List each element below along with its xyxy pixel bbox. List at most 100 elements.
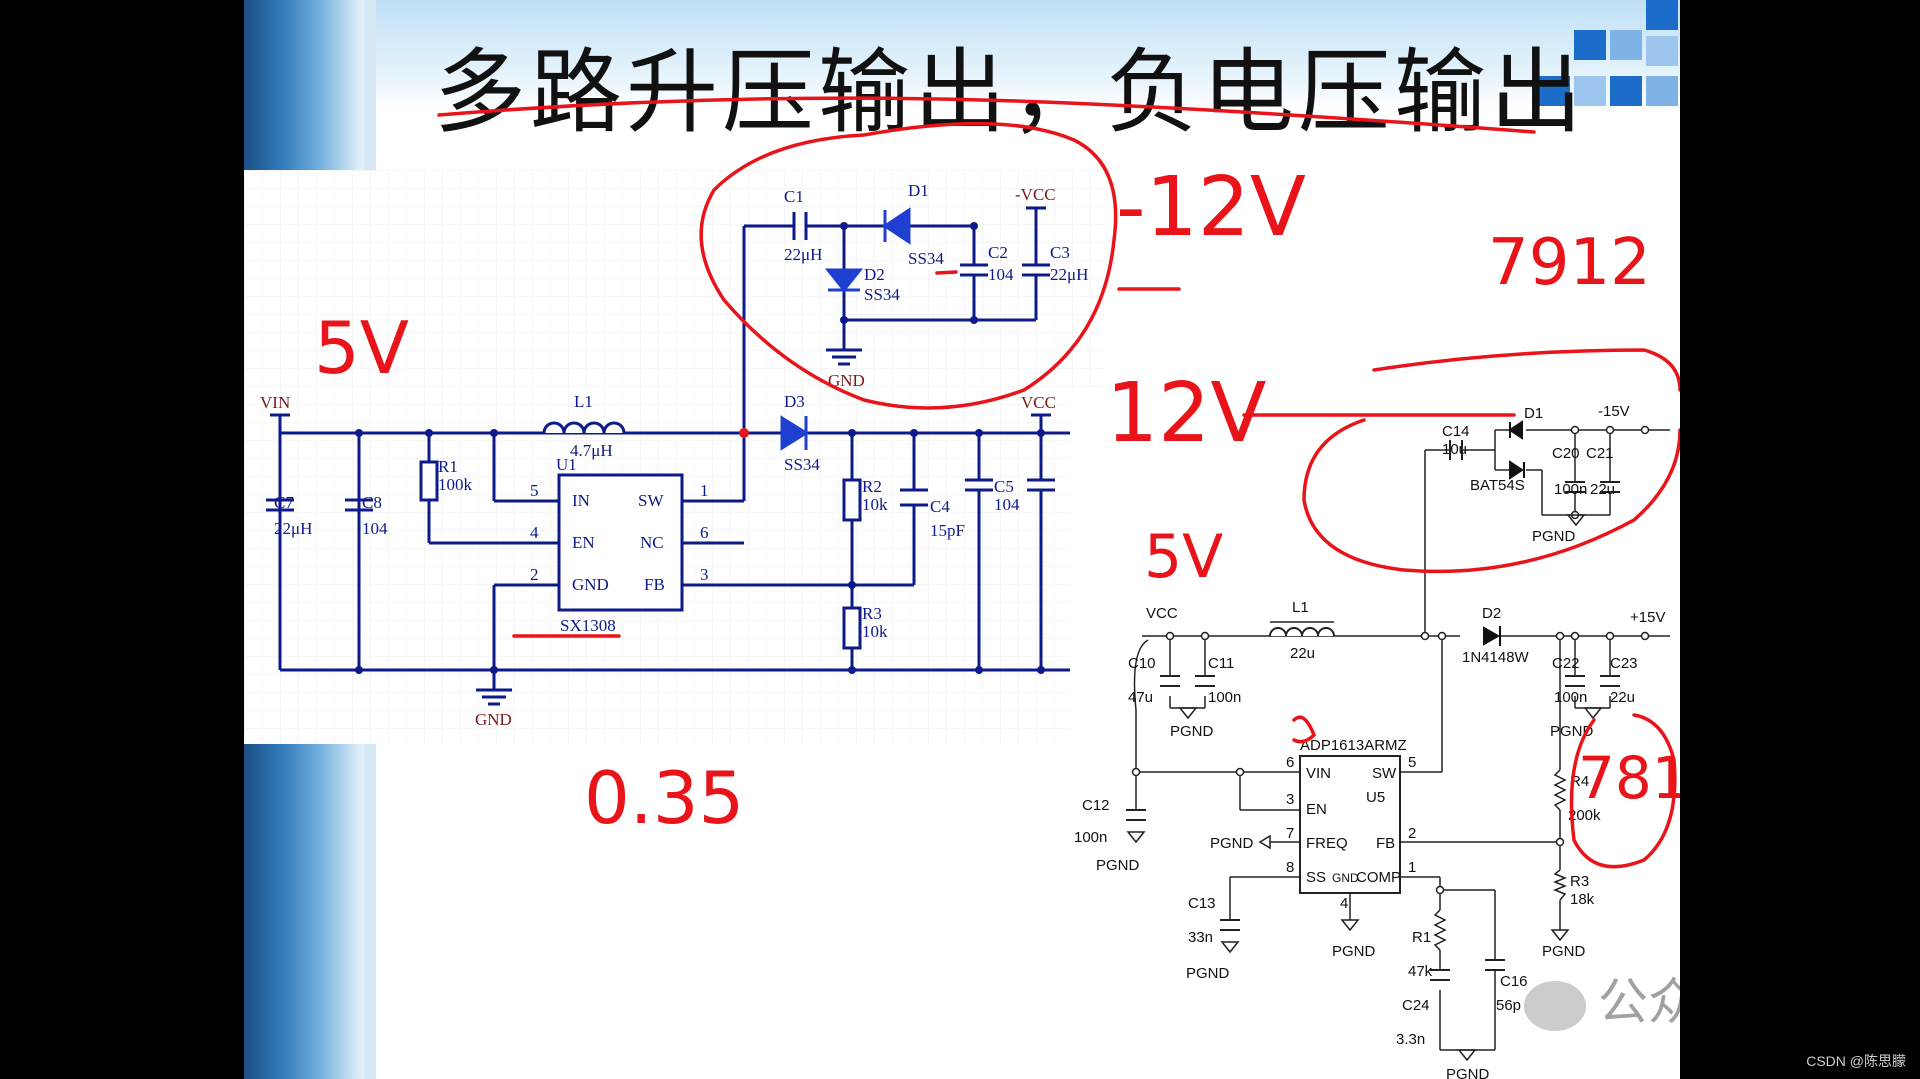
- label-c20: C20: [1552, 445, 1580, 462]
- label-bat54s: BAT54S: [1470, 477, 1525, 494]
- watermark: 公众号 · 电路一点通: [1524, 962, 1680, 1034]
- label-c22-val: 100n: [1554, 689, 1587, 706]
- label-gnd-top: GND: [828, 371, 865, 390]
- label-u1-part: SX1308: [560, 616, 616, 635]
- pin-r-num-5: 5: [1408, 754, 1416, 771]
- slide-header-band: [376, 0, 1680, 110]
- label-c10: C10: [1128, 655, 1156, 672]
- label-r1-val: 100k: [438, 475, 473, 494]
- label-r3: R3: [862, 604, 882, 623]
- label-u1: U1: [556, 455, 577, 474]
- label-c21: C21: [1586, 445, 1614, 462]
- annotation-5v-left: 5V: [314, 306, 410, 390]
- label-c5-val: 104: [994, 495, 1020, 514]
- left-schematic-panel: VIN VCC -VCC GND GND L1 4.7μH U1 SX1308 …: [244, 170, 1104, 744]
- pin-num-2: 2: [530, 565, 539, 584]
- label-pos15: +15V: [1630, 609, 1665, 626]
- pin-r-sw: SW: [1372, 765, 1397, 782]
- label-pgnd-neg: PGND: [1532, 528, 1576, 545]
- annotation-12v: 12V: [1106, 366, 1267, 461]
- label-neg15: -15V: [1598, 403, 1630, 420]
- pin-r-num-7: 7: [1286, 825, 1294, 842]
- label-pgnd-ic: PGND: [1332, 943, 1376, 960]
- annotation-035: 0.35: [584, 756, 745, 840]
- pin-num-3: 3: [700, 565, 709, 584]
- label-u5: U5: [1366, 789, 1385, 806]
- label-r-d2: D2: [1482, 605, 1501, 622]
- label-c7-val: 22μH: [274, 519, 312, 538]
- label-r1: R1: [438, 457, 458, 476]
- label-r-d2-val: 1N4148W: [1462, 649, 1530, 666]
- label-c8: C8: [362, 493, 382, 512]
- label-gnd-bottom: GND: [475, 710, 512, 729]
- pin-r-num-2: 2: [1408, 825, 1416, 842]
- label-d1-val: SS34: [908, 249, 944, 268]
- label-neg-vcc: -VCC: [1015, 185, 1056, 204]
- label-d1: D1: [908, 181, 929, 200]
- label-d3: D3: [784, 392, 805, 411]
- right-schematic-panel: -15V +15V VCC L1 22u D2 1N4148W D1 BAT54…: [1070, 390, 1680, 1079]
- pin-r-num-8: 8: [1286, 859, 1294, 876]
- pin-r-vin: VIN: [1306, 765, 1331, 782]
- pin-num-4: 4: [530, 523, 539, 542]
- pin-sw: SW: [638, 491, 664, 510]
- pin-in: IN: [572, 491, 590, 510]
- wechat-icon: [1524, 980, 1586, 1031]
- label-c7: C7: [274, 493, 294, 512]
- annotation-strokes: [437, 96, 1680, 869]
- slide: 多路升压输出，负电压输出: [244, 0, 1680, 1079]
- annotation-7912: 7912: [1488, 226, 1651, 300]
- pin-r-freq: FREQ: [1306, 835, 1348, 852]
- left-schematic: VIN VCC -VCC GND GND L1 4.7μH U1 SX1308 …: [244, 170, 1104, 744]
- pin-num-5: 5: [530, 481, 539, 500]
- pin-r-num-4: 4: [1340, 895, 1348, 912]
- label-c24-val: 3.3n: [1396, 1031, 1425, 1048]
- label-c16-val: 56p: [1496, 997, 1521, 1014]
- label-c13-val: 33n: [1188, 929, 1213, 946]
- label-c4-val: 15pF: [930, 521, 965, 540]
- pin-r-ss: SS: [1306, 869, 1326, 886]
- pin-num-1: 1: [700, 481, 709, 500]
- label-r4: R4: [1570, 773, 1589, 790]
- pin-fb: FB: [644, 575, 665, 594]
- label-pgnd-c10: PGND: [1170, 723, 1214, 740]
- label-r-l1-val: 22u: [1290, 645, 1315, 662]
- label-c13: C13: [1188, 895, 1216, 912]
- pin-num-6: 6: [700, 523, 709, 542]
- label-c8-val: 104: [362, 519, 388, 538]
- label-r-l1: L1: [1292, 599, 1309, 616]
- label-c2-val: 104: [988, 265, 1014, 284]
- label-c5: C5: [994, 477, 1014, 496]
- label-r2-val: 10k: [862, 495, 888, 514]
- label-pgnd-c12: PGND: [1096, 857, 1140, 874]
- label-ic-part: ADP1613ARMZ: [1300, 737, 1407, 754]
- label-l1: L1: [574, 392, 593, 411]
- pin-r-num-1: 1: [1408, 859, 1416, 876]
- label-l1-val: 4.7μH: [570, 441, 613, 460]
- label-vcc: VCC: [1021, 393, 1056, 412]
- label-d2: D2: [864, 265, 885, 284]
- label-c14: C14: [1442, 423, 1470, 440]
- label-vin: VIN: [260, 393, 290, 412]
- label-c23-val: 22u: [1610, 689, 1635, 706]
- pin-en: EN: [572, 533, 595, 552]
- label-r1-r-val: 47k: [1408, 963, 1433, 980]
- label-c14-val: 10u: [1442, 441, 1467, 458]
- label-pgnd-r3: PGND: [1542, 943, 1586, 960]
- pin-r-en: EN: [1306, 801, 1327, 818]
- pin-gnd: GND: [572, 575, 609, 594]
- label-c12-val: 100n: [1074, 829, 1107, 846]
- label-c3: C3: [1050, 243, 1070, 262]
- label-r-d1: D1: [1524, 405, 1543, 422]
- label-c22: C22: [1552, 655, 1580, 672]
- label-c11: C11: [1208, 655, 1234, 672]
- annotation-7812: 7812: [1578, 744, 1680, 812]
- pin-r-num-3: 3: [1286, 791, 1294, 808]
- pin-r-num-6: 6: [1286, 754, 1294, 771]
- label-pgnd-freq: PGND: [1210, 835, 1254, 852]
- right-schematic: -15V +15V VCC L1 22u D2 1N4148W D1 BAT54…: [1074, 403, 1670, 1079]
- csdn-credit: CSDN @陈思朦: [1806, 1053, 1906, 1069]
- label-r4-val: 200k: [1568, 807, 1601, 824]
- label-c10-val: 47u: [1128, 689, 1153, 706]
- annotation-5v-right: 5V: [1144, 522, 1224, 592]
